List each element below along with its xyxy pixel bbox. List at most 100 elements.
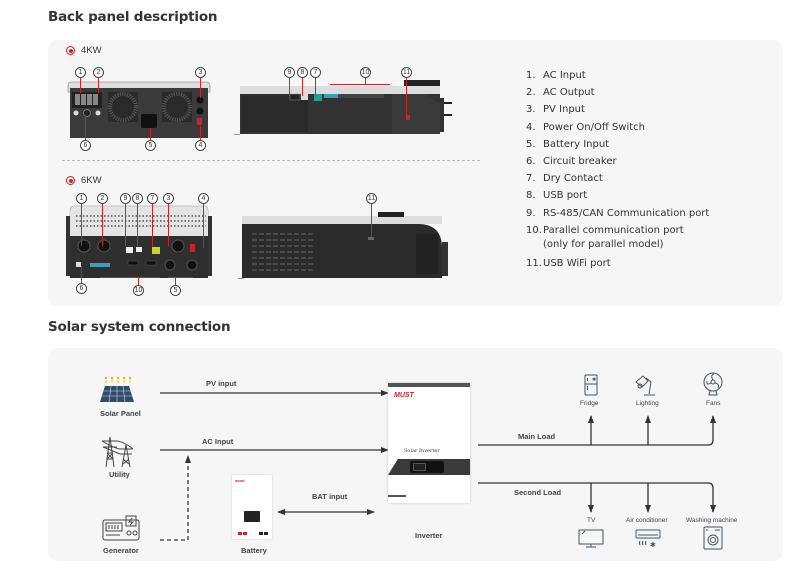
leader-line [330, 84, 390, 85]
leader-line [365, 78, 366, 84]
callout-9: 9 [284, 67, 295, 78]
legend-item: 7.Dry Contact [526, 173, 603, 185]
utility-tower-icon [101, 436, 134, 468]
inverter-lcd-panel [410, 461, 444, 473]
leader-line [406, 78, 407, 116]
utility-label: Utility [109, 470, 130, 479]
battery-terminal [243, 532, 247, 535]
leader-line [100, 277, 160, 278]
inverter-6kw-rear-drawing [66, 205, 212, 278]
model-divider [62, 160, 480, 161]
leader-line [102, 204, 103, 246]
callout-6: 6 [80, 140, 91, 151]
battery-label: Battery [241, 546, 267, 555]
battery-terminal [238, 532, 242, 535]
legend-item: 5.Battery Input [526, 138, 610, 150]
inverter-model-text: Solar Inverter [404, 448, 440, 454]
legend-item: 10.Parallel communication port(only for … [526, 224, 684, 251]
back-panel-title: Back panel description [48, 9, 218, 25]
inverter-6kw-rear-view [66, 205, 212, 282]
leader-line [371, 204, 372, 237]
second-load-label: Second Load [514, 488, 562, 497]
legend-item: 8.USB port [526, 190, 588, 202]
inverter-unit: MUST Solar Inverter [388, 383, 470, 503]
inverter-4kw-side-drawing [234, 80, 452, 135]
leader-line [302, 78, 303, 96]
callout-4: 4 [198, 193, 209, 204]
tv-icon [578, 529, 604, 548]
generator-dashed-arrow [160, 455, 191, 541]
back-panel-card: 4KW 1 2 3 4 5 6 [48, 40, 783, 306]
fans-label: Fans [706, 400, 721, 407]
callout-10: 10 [133, 285, 144, 296]
svg-text:✱: ✱ [650, 541, 656, 549]
connection-lines [160, 390, 716, 541]
inverter-4kw-rear-view [67, 80, 211, 140]
port-legend: 1.AC Input 2.AC Output 3.PV Input 4.Powe… [526, 67, 709, 272]
leader-line [175, 278, 176, 285]
solar-panel-label: Solar Panel [100, 409, 141, 418]
callout-6: 6 [76, 283, 87, 294]
leader-line [81, 266, 82, 283]
callout-5: 5 [145, 140, 156, 151]
leader-line [150, 128, 151, 140]
bat-input-label: BAT input [312, 492, 348, 501]
fridge-icon: ✱ [584, 374, 598, 396]
second-load-line [478, 482, 716, 513]
model-name: 4KW [81, 45, 102, 56]
lamp-icon [635, 375, 655, 396]
battery-display [244, 511, 260, 522]
legend-item: 11.USB WiFi port [526, 258, 611, 270]
leader-line [200, 78, 201, 98]
callout-1: 1 [75, 67, 86, 78]
battery-terminal [259, 532, 263, 535]
leader-line [315, 78, 316, 96]
washing-machine-label: Washing machine [686, 517, 738, 524]
leader-line [289, 78, 290, 96]
air-conditioner-label: Air conditioner [626, 517, 668, 524]
callout-10: 10 [360, 67, 371, 78]
legend-item: 4.Power On/Off Switch [526, 121, 645, 133]
leader-line [200, 126, 201, 140]
leader-line [98, 78, 99, 93]
inverter-top-bar [388, 383, 470, 387]
tv-label: TV [587, 517, 596, 524]
callout-3: 3 [195, 67, 206, 78]
leader-line [81, 204, 82, 246]
leader-line [168, 204, 169, 246]
radio-bullet-icon [66, 176, 75, 185]
callout-4: 4 [195, 140, 206, 151]
callout-11: 11 [401, 67, 412, 78]
legend-item: 6.Circuit breaker [526, 156, 617, 168]
callout-9: 9 [120, 193, 131, 204]
model-name: 6KW [81, 175, 102, 186]
fan-icon [703, 372, 723, 396]
inverter-bottom-bar [388, 495, 406, 497]
leader-line [203, 204, 204, 248]
callout-11: 11 [366, 193, 377, 204]
solar-connection-card: Solar Panel Utility Generator must Batte… [48, 348, 783, 561]
inverter-4kw-side-view [234, 80, 466, 142]
generator-label: Generator [103, 546, 139, 555]
callout-8: 8 [132, 193, 143, 204]
callout-3: 3 [163, 193, 174, 204]
callout-5: 5 [170, 285, 181, 296]
washing-machine-icon [703, 526, 723, 550]
battery-terminal [264, 532, 268, 535]
main-load-line [478, 415, 716, 446]
lighting-label: Lighting [636, 400, 659, 407]
leader-line [137, 204, 138, 246]
leader-line [168, 277, 193, 278]
inverter-brand-logo: MUST [394, 392, 414, 399]
callout-1: 1 [76, 193, 87, 204]
air-conditioner-icon: ✱ [635, 529, 661, 549]
legend-item: 9.RS-485/CAN Communication port [526, 207, 710, 219]
solar-panel-icon [100, 376, 134, 403]
leader-line [138, 278, 139, 285]
fridge-label: Fridge [580, 400, 599, 407]
model-6kw-label: 6KW [66, 175, 102, 186]
ac-input-label: AC Input [202, 437, 234, 446]
leader-line [85, 116, 86, 140]
generator-icon [102, 515, 140, 541]
inverter-label: Inverter [415, 531, 443, 540]
